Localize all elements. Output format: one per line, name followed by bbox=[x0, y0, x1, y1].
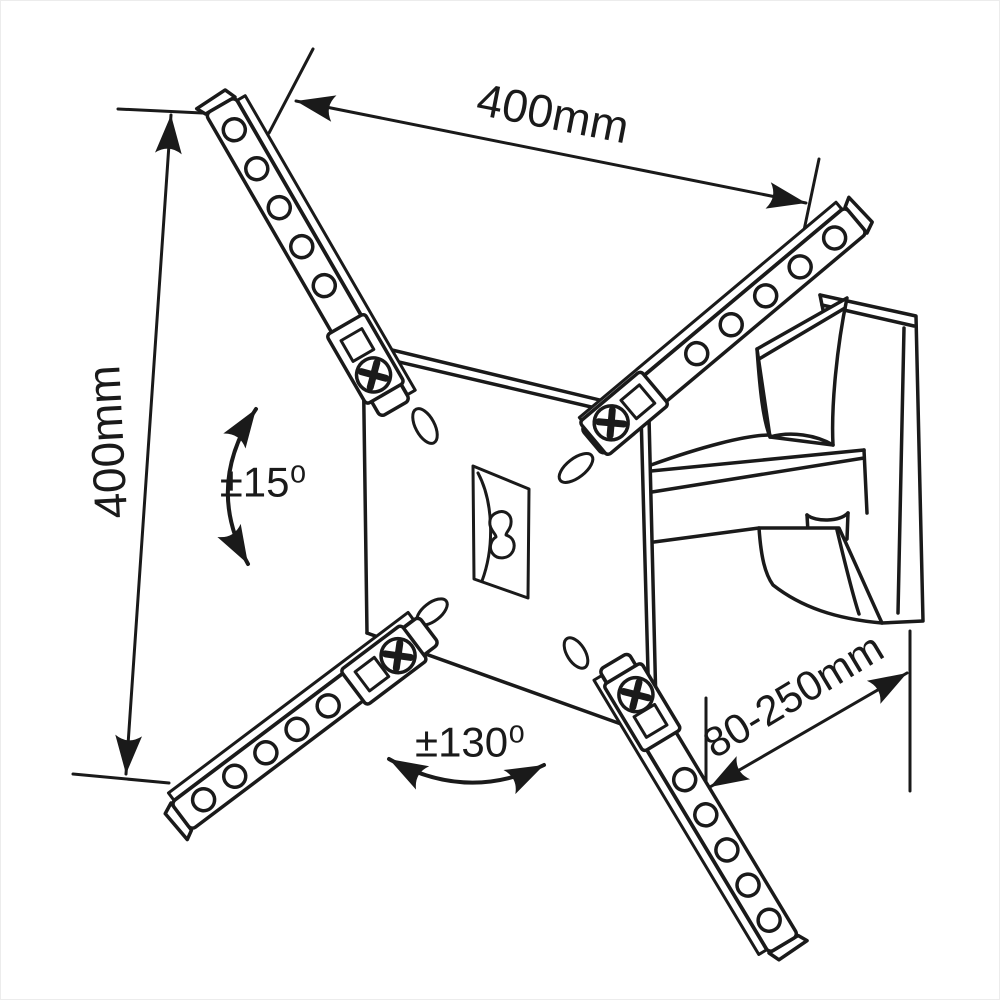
dimension-width bbox=[267, 47, 821, 256]
dimension-arrow bbox=[708, 671, 909, 789]
plate-right-edge bbox=[639, 411, 651, 711]
swivel-angle-annotation bbox=[387, 757, 546, 795]
wall-mount-assembly bbox=[649, 293, 925, 625]
vesa-arm-bottom-right bbox=[592, 652, 809, 962]
phillips-screw bbox=[617, 675, 655, 714]
plate-slots bbox=[411, 407, 595, 670]
vesa-arm-top-right bbox=[577, 195, 874, 457]
arm-holes bbox=[190, 693, 341, 813]
slot-top-left bbox=[411, 407, 439, 445]
arm-holes bbox=[221, 116, 338, 299]
tilt-lock-knob bbox=[471, 464, 531, 600]
extension-range-label: 80-250mm bbox=[695, 623, 891, 767]
bracket-slot bbox=[619, 383, 657, 421]
mount-arm-upper bbox=[649, 296, 849, 467]
mount-arm-lower bbox=[757, 526, 884, 625]
slot-bottom-right bbox=[562, 636, 590, 670]
arm-holes bbox=[683, 225, 848, 367]
swivel-arc-arrow bbox=[387, 757, 546, 795]
arm-holes bbox=[671, 766, 782, 933]
bracket-slot bbox=[339, 327, 376, 363]
vesa-arm-bottom-left bbox=[163, 610, 439, 842]
arm-side-band bbox=[166, 610, 415, 802]
phillips-screw bbox=[592, 404, 630, 442]
bracket-slot bbox=[353, 655, 391, 693]
dimension-arrow bbox=[115, 113, 182, 776]
vesa-arm-top-left bbox=[194, 88, 417, 418]
tilt-arc-arrow bbox=[217, 407, 258, 566]
arm-side-band bbox=[235, 94, 417, 397]
tilt-angle-label: ±15⁰ bbox=[220, 459, 307, 506]
slot-top-right bbox=[557, 452, 595, 484]
dimension-tick bbox=[267, 47, 315, 135]
tilt-angle-annotation bbox=[217, 407, 258, 566]
plate-top-edge bbox=[361, 341, 639, 411]
swivel-angle-label: ±130⁰ bbox=[415, 719, 525, 766]
phillips-screw bbox=[379, 636, 417, 675]
phillips-screw bbox=[354, 356, 393, 394]
dimension-tick bbox=[71, 772, 171, 785]
dimension-height-label: 400mm bbox=[77, 364, 137, 520]
dimension-arrow bbox=[294, 95, 808, 209]
